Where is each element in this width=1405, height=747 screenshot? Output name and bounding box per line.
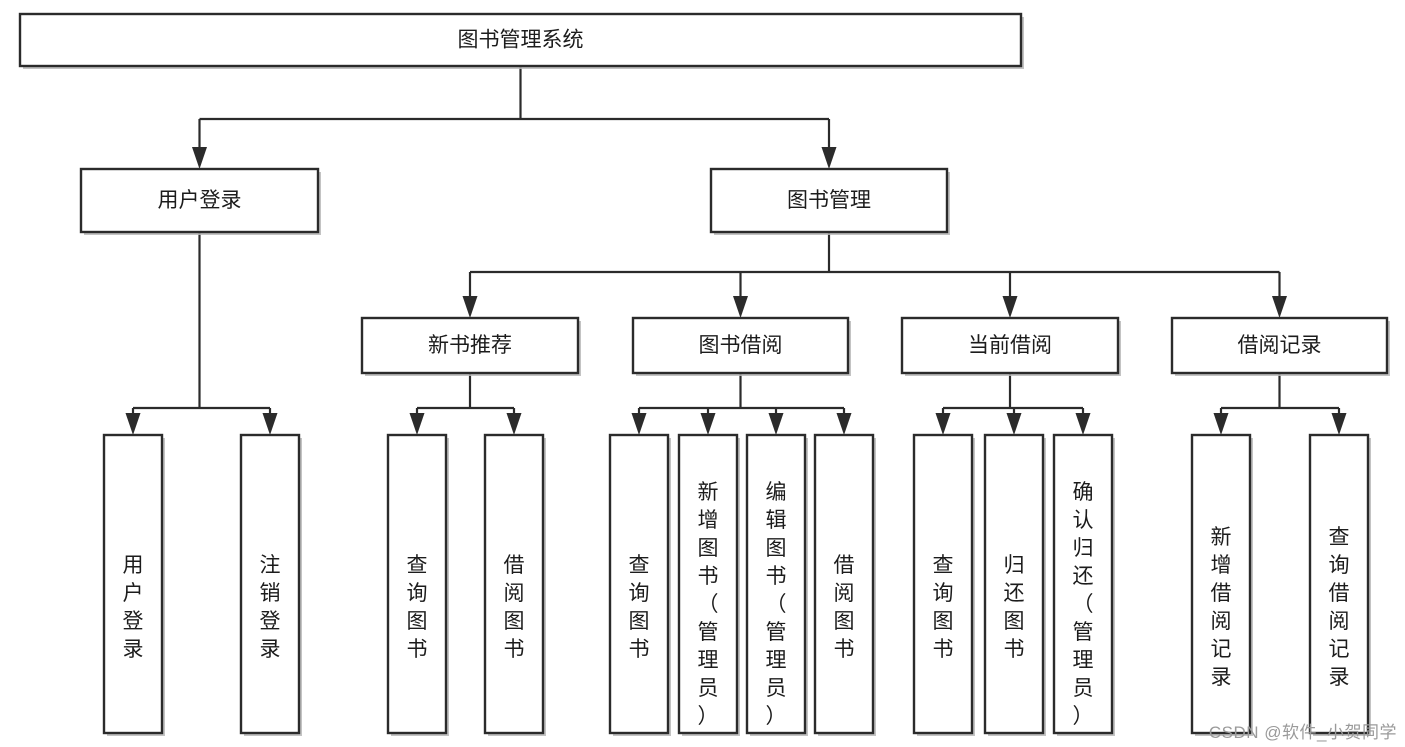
watermark-text: CSDN @软件_小贺同学 (1208, 723, 1397, 742)
node-rect[interactable] (1052, 433, 1114, 735)
node-leaf-query-book-1[interactable]: 查询图书 (386, 433, 449, 736)
arrow-head-icon (700, 413, 716, 435)
node-leaf-logout[interactable]: 注销登录 (239, 433, 302, 736)
arrow-head-icon (821, 147, 837, 169)
connector-group-current-borrow (935, 373, 1091, 435)
node-rect[interactable] (1308, 433, 1370, 735)
node-rect[interactable] (608, 433, 670, 735)
node-rect[interactable] (386, 433, 448, 735)
node-label: 借阅记录 (1238, 334, 1322, 357)
arrow-head-icon (768, 413, 784, 435)
node-label: 借阅图书 (834, 554, 855, 661)
node-rect[interactable] (1170, 316, 1389, 375)
arrow-head-icon (506, 413, 522, 435)
node-label: 查询图书 (629, 554, 650, 661)
node-label: 图书管理 (787, 189, 871, 212)
arrow-head-icon (1331, 413, 1347, 435)
node-label: 新增图书（管理员） (698, 481, 719, 728)
connector-group-user-login (125, 232, 278, 435)
node-leaf-query-record[interactable]: 查询借阅记录 (1308, 433, 1371, 736)
connector-group-root (192, 66, 837, 169)
node-leaf-borrow-book-1[interactable]: 借阅图书 (483, 433, 546, 736)
node-rect[interactable] (239, 433, 301, 735)
node-leaf-query-book-2[interactable]: 查询图书 (608, 433, 671, 736)
node-rect[interactable] (709, 167, 949, 234)
node-leaf-return-book[interactable]: 归还图书 (983, 433, 1046, 736)
node-leaf-confirm-return[interactable]: 确认归还（管理员） (1052, 433, 1115, 736)
arrow-head-icon (935, 413, 951, 435)
arrow-head-icon (1213, 413, 1229, 435)
node-leaf-edit-book[interactable]: 编辑图书（管理员） (745, 433, 808, 736)
node-label: 确认归还（管理员） (1073, 481, 1094, 728)
node-rect[interactable] (900, 316, 1120, 375)
node-new-book-rec[interactable]: 新书推荐 (360, 316, 581, 376)
node-rect[interactable] (813, 433, 875, 735)
node-label: 图书借阅 (699, 334, 783, 357)
node-rect[interactable] (1190, 433, 1252, 735)
arrow-head-icon (1006, 413, 1022, 435)
node-user-login[interactable]: 用户登录 (79, 167, 321, 235)
node-label: 用户登录 (158, 189, 242, 212)
node-rect[interactable] (102, 433, 164, 735)
arrow-head-icon (1075, 413, 1091, 435)
node-label: 注销登录 (260, 554, 281, 661)
connector-group-book-mgmt (462, 232, 1287, 318)
node-book-borrow[interactable]: 图书借阅 (631, 316, 851, 376)
arrow-head-icon (836, 413, 852, 435)
arrow-head-icon (1002, 296, 1018, 318)
node-leaf-query-book-3[interactable]: 查询图书 (912, 433, 975, 736)
node-current-borrow[interactable]: 当前借阅 (900, 316, 1121, 376)
node-leaf-user-login[interactable]: 用户登录 (102, 433, 165, 736)
arrow-head-icon (462, 296, 478, 318)
node-root[interactable]: 图书管理系统 (18, 12, 1024, 69)
connector-group-new-book-rec (409, 373, 522, 435)
node-leaf-borrow-book-2[interactable]: 借阅图书 (813, 433, 876, 736)
node-label: 查询借阅记录 (1329, 526, 1350, 689)
node-label: 用户登录 (123, 554, 144, 661)
node-leaf-add-record[interactable]: 新增借阅记录 (1190, 433, 1253, 736)
node-rect[interactable] (631, 316, 850, 375)
node-label: 归还图书 (1004, 554, 1025, 661)
node-borrow-record[interactable]: 借阅记录 (1170, 316, 1390, 376)
node-rect[interactable] (912, 433, 974, 735)
connector-group-book-borrow (631, 373, 852, 435)
node-label: 借阅图书 (504, 554, 525, 661)
arrow-head-icon (262, 413, 278, 435)
node-label: 新书推荐 (428, 334, 512, 357)
node-rect[interactable] (745, 433, 807, 735)
node-label: 当前借阅 (968, 334, 1052, 357)
node-label: 图书管理系统 (458, 29, 584, 52)
node-label: 查询图书 (407, 554, 428, 661)
arrow-head-icon (1272, 296, 1287, 318)
node-leaf-add-book[interactable]: 新增图书（管理员） (677, 433, 740, 736)
node-rect[interactable] (983, 433, 1045, 735)
node-label: 查询图书 (933, 554, 954, 661)
node-rect[interactable] (18, 12, 1023, 68)
arrow-head-icon (125, 413, 141, 435)
node-layer: 图书管理系统用户登录图书管理新书推荐图书借阅当前借阅借阅记录用户登录注销登录查询… (18, 12, 1390, 736)
arrow-head-icon (409, 413, 425, 435)
node-rect[interactable] (677, 433, 739, 735)
arrow-head-icon (631, 413, 647, 435)
connector-group-borrow-record (1213, 373, 1347, 435)
arrow-head-icon (733, 296, 748, 318)
node-rect[interactable] (483, 433, 545, 735)
connector-layer (125, 66, 1347, 435)
node-rect[interactable] (360, 316, 580, 375)
arrow-head-icon (192, 147, 207, 169)
node-label: 编辑图书（管理员） (766, 481, 787, 728)
node-book-mgmt[interactable]: 图书管理 (709, 167, 950, 235)
node-rect[interactable] (79, 167, 320, 234)
node-label: 新增借阅记录 (1211, 526, 1232, 689)
